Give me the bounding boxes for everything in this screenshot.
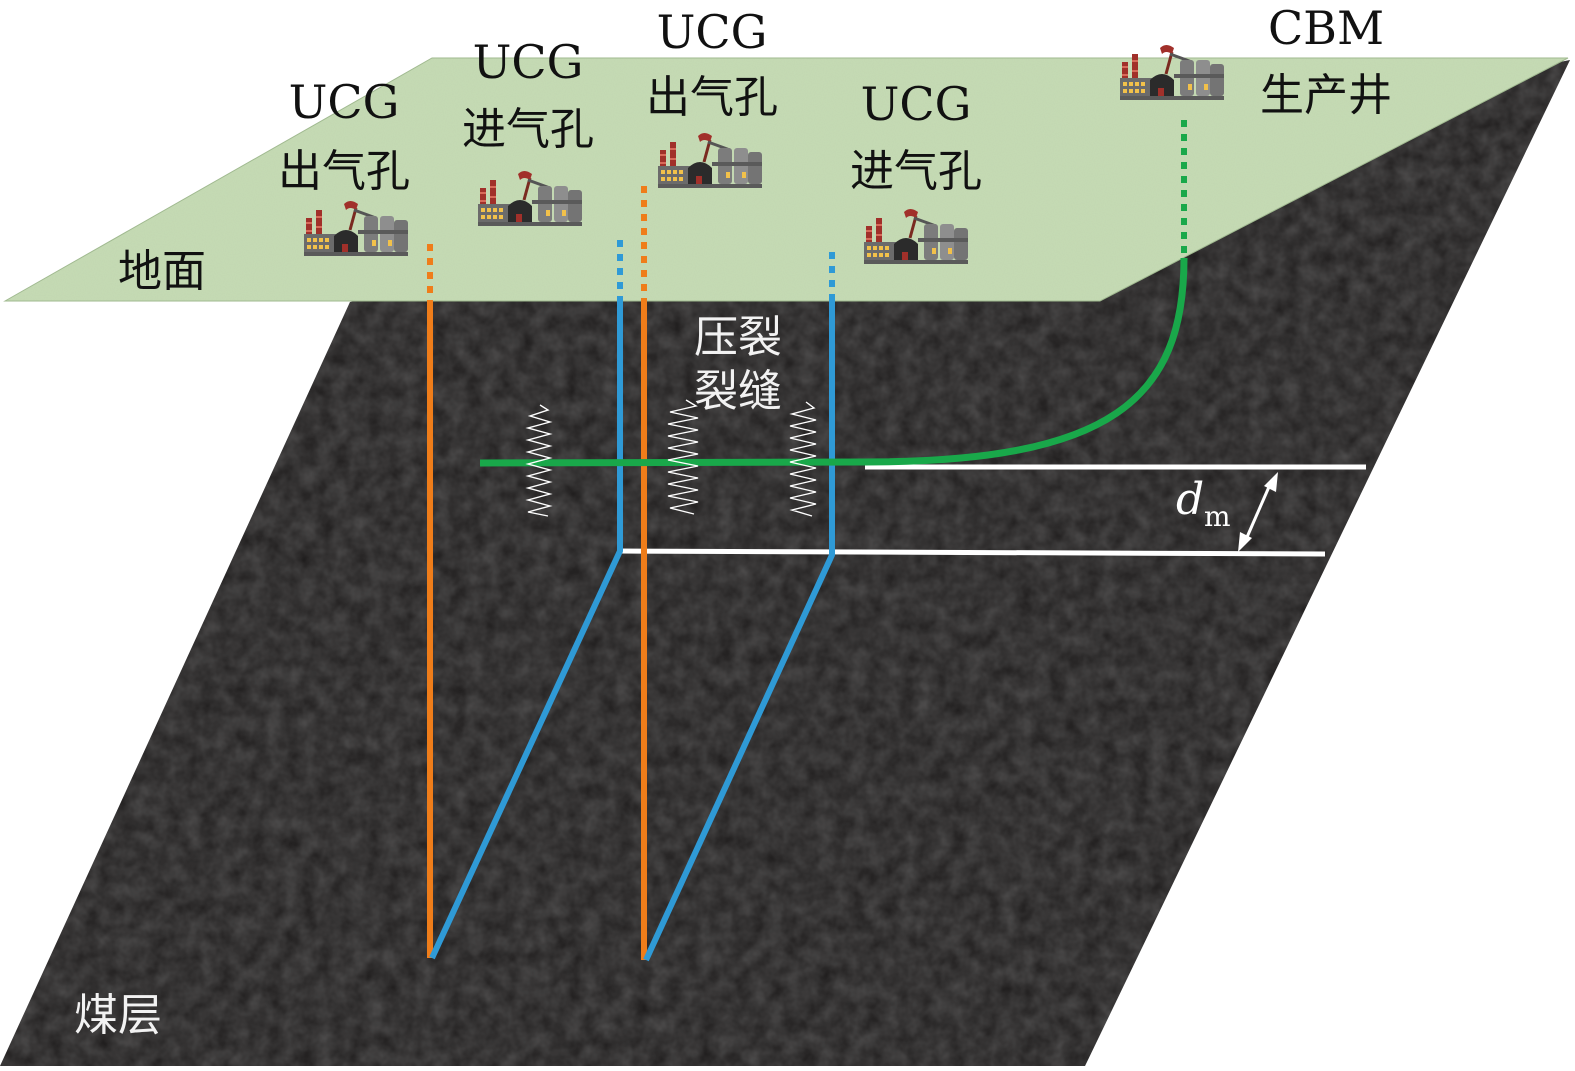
fractures xyxy=(525,399,817,517)
label-ucg-inlet-2-line2: 进气孔 xyxy=(850,146,982,197)
label-fracture-line2: 裂缝 xyxy=(694,366,782,417)
label-coal-seam: 煤层 xyxy=(74,990,162,1041)
fracture-2 xyxy=(667,399,699,515)
well-ucg-inlet-1 xyxy=(429,300,623,960)
label-ucg-inlet-1-line2: 进气孔 xyxy=(462,104,594,155)
fracture-3 xyxy=(789,401,817,517)
label-dm-main: d xyxy=(1176,474,1204,525)
well-ucg-inlet-2 xyxy=(643,300,835,962)
label-cbm-line2: 生产井 xyxy=(1260,70,1392,121)
cbm-well xyxy=(479,257,1188,467)
well-labels: UCG 出气孔 UCG 进气孔 UCG 出气孔 UCG 进气孔 CBM 生产井 xyxy=(278,1,1392,197)
label-ucg-inlet-2-line1: UCG xyxy=(861,77,972,131)
ucg-outlet-wells xyxy=(427,300,647,960)
fracture-1 xyxy=(525,404,553,517)
lower-reference-line xyxy=(619,548,1326,557)
label-fracture-line1: 压裂 xyxy=(694,312,782,363)
label-cbm-line1: CBM xyxy=(1268,1,1384,55)
dm-arrow xyxy=(1238,472,1278,552)
label-ucg-outlet-1-line2: 出气孔 xyxy=(278,146,410,197)
label-ucg-outlet-1-line1: UCG xyxy=(289,75,400,129)
well-cbm xyxy=(479,257,1188,467)
label-dm: d m xyxy=(1176,474,1231,533)
label-ucg-outlet-2-line2: 出气孔 xyxy=(646,72,778,123)
label-ucg-inlet-1-line1: UCG xyxy=(473,35,584,89)
label-dm-sub: m xyxy=(1204,500,1231,533)
depth-reference-lines xyxy=(619,464,1366,557)
ucg-inlet-wells xyxy=(429,300,835,962)
label-ground: 地面 xyxy=(118,246,206,297)
label-ucg-outlet-2-line1: UCG xyxy=(657,5,768,59)
well-dashes xyxy=(427,120,1187,300)
